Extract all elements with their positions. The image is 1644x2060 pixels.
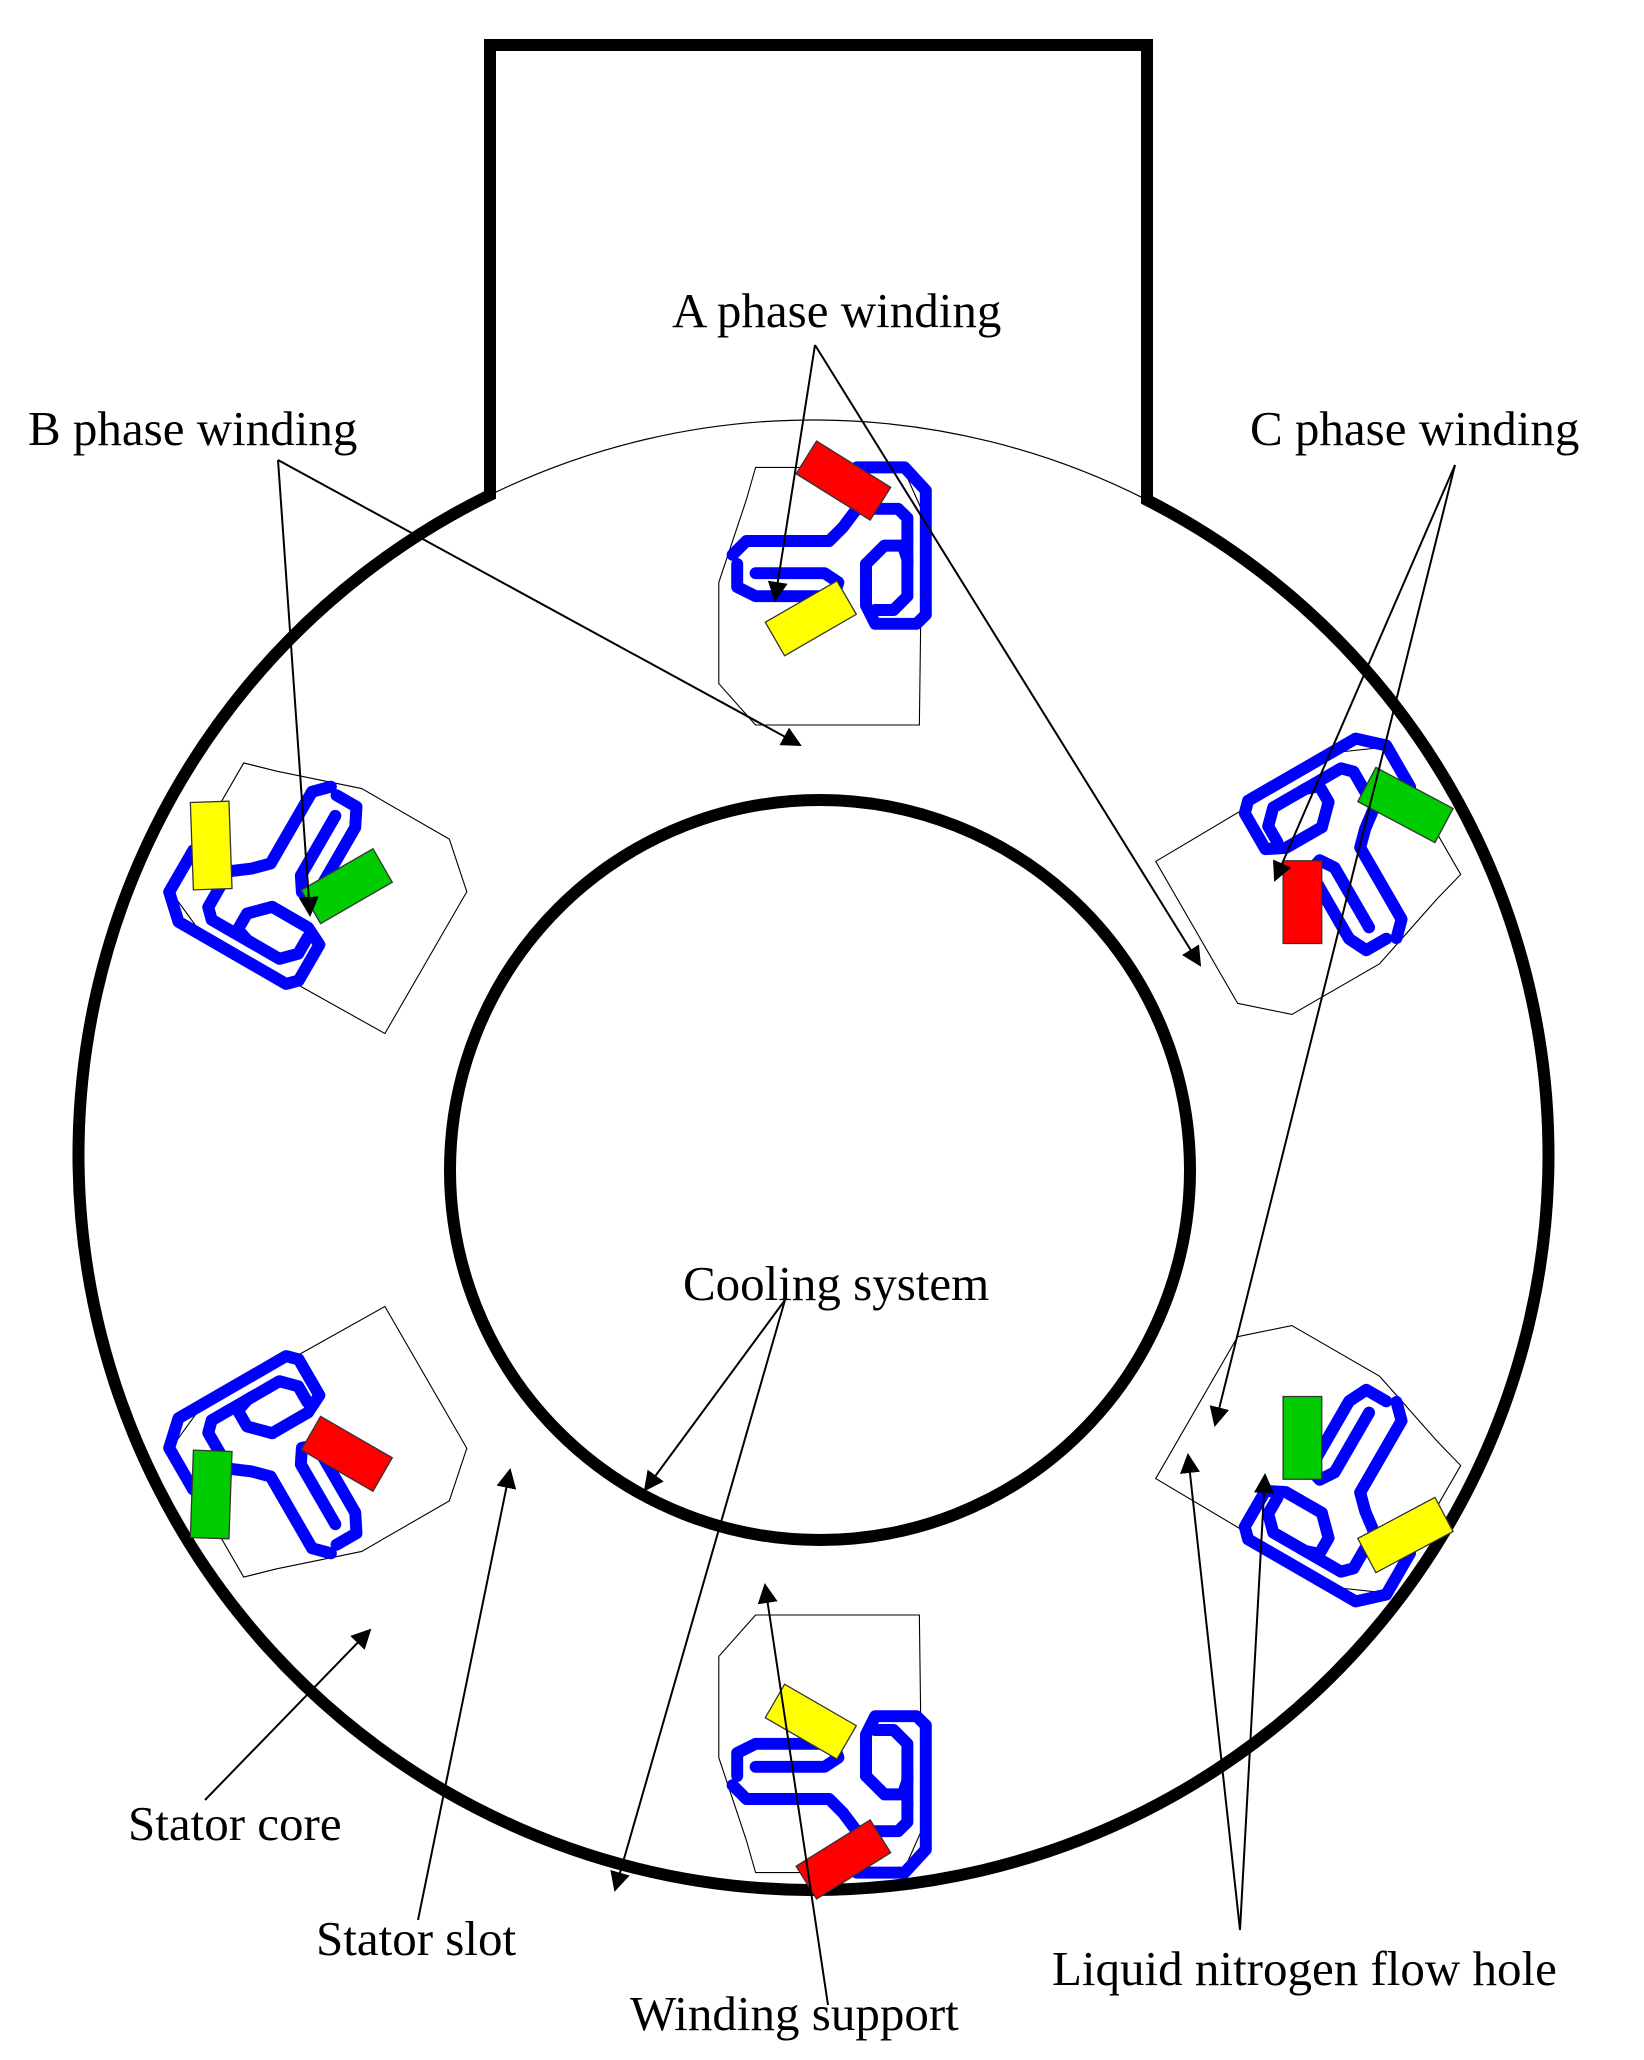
leader-lines — [204, 344, 1456, 2006]
cooling-leader-1 — [643, 1299, 786, 1492]
winding-support-label: Winding support — [630, 1986, 959, 2041]
liquid-nitrogen-flow-hole-label: Liquid nitrogen flow hole — [1052, 1941, 1557, 1996]
b-phase-leader-2 — [277, 459, 802, 746]
stator-slots — [136, 441, 1502, 1899]
slot-lower-left — [136, 1301, 485, 1622]
b-phase-leader-1 — [277, 459, 319, 917]
b-phase-label: B phase winding — [28, 401, 357, 456]
a-phase-label: A phase winding — [672, 283, 1001, 338]
slot-lower-right — [1153, 1305, 1502, 1626]
winding-support-leader — [757, 1583, 829, 2006]
ln2-leader-2 — [1239, 1473, 1274, 1931]
ln2-leader-1 — [1180, 1453, 1241, 1931]
c-phase-leader-1 — [1272, 464, 1456, 882]
c-phase-leader-2 — [1209, 464, 1456, 1427]
slot-top — [719, 441, 926, 725]
cooling-leader-2 — [610, 1299, 786, 1892]
stator-core-leader — [204, 1628, 372, 1801]
a-phase-leader-2 — [814, 344, 1202, 967]
a-phase-leader-1 — [767, 344, 816, 602]
stator-slot-label: Stator slot — [316, 1911, 516, 1966]
stator-core-label: Stator core — [128, 1796, 342, 1851]
inner-bore-circle — [444, 794, 1196, 1546]
housing-outline — [72, 39, 1555, 1896]
cooling-system-label: Cooling system — [683, 1256, 989, 1311]
c-phase-label: C phase winding — [1250, 401, 1579, 456]
stator-slot-leader — [417, 1468, 517, 1921]
slot-bottom — [719, 1615, 926, 1899]
outer-arc-top — [489, 419, 1148, 501]
